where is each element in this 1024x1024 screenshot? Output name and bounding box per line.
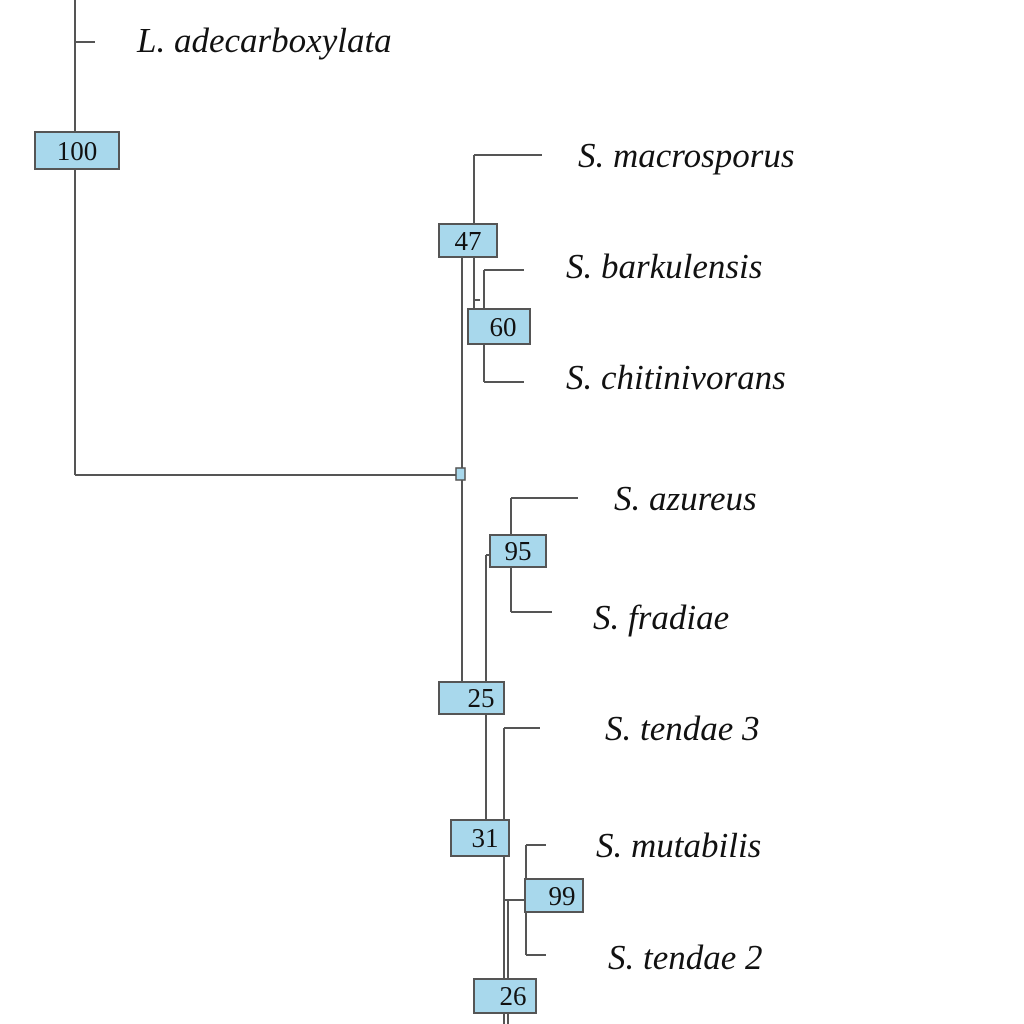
taxon-label: S. tendae 2 [608,938,763,977]
bootstrap-box [34,131,120,170]
bootstrap-value: 100 [57,136,98,166]
taxon-labels: L. adecarboxylata S. macrosporus S. bark… [136,21,795,977]
bootstrap-nodes: 100 47 60 95 25 31 99 26 [34,131,584,1014]
bootstrap-box [438,681,505,715]
bootstrap-box [450,819,510,857]
bootstrap-value: 47 [455,226,482,256]
bootstrap-node: 31 [450,819,510,857]
bootstrap-node: 95 [489,534,547,568]
taxon-label: S. tendae 3 [605,709,760,748]
bootstrap-node: 99 [524,878,584,913]
taxon-label: S. azureus [614,479,757,518]
bootstrap-box [467,308,531,345]
bootstrap-node: 100 [34,131,120,170]
root-node-marker [455,467,466,481]
bootstrap-box [438,223,498,258]
bootstrap-box [473,978,537,1014]
taxon-label: S. fradiae [593,598,729,637]
bootstrap-box [489,534,547,568]
taxon-label: S. barkulensis [566,247,762,286]
taxon-label: S. macrosporus [578,136,795,175]
bootstrap-node: 47 [438,223,498,258]
bootstrap-value: 26 [500,981,527,1011]
taxon-label: S. mutabilis [596,826,761,865]
bootstrap-node: 26 [473,978,537,1014]
bootstrap-value: 25 [468,683,495,713]
bootstrap-value: 99 [549,881,576,911]
bootstrap-value: 60 [490,312,517,342]
taxon-label: S. chitinivorans [566,358,786,397]
bootstrap-value: 95 [505,536,532,566]
bootstrap-box [524,878,584,913]
taxon-label: L. adecarboxylata [136,21,392,60]
bootstrap-node: 25 [438,681,505,715]
bootstrap-node: 60 [467,308,531,345]
bootstrap-value: 31 [472,823,499,853]
tree-branches [74,0,578,1024]
